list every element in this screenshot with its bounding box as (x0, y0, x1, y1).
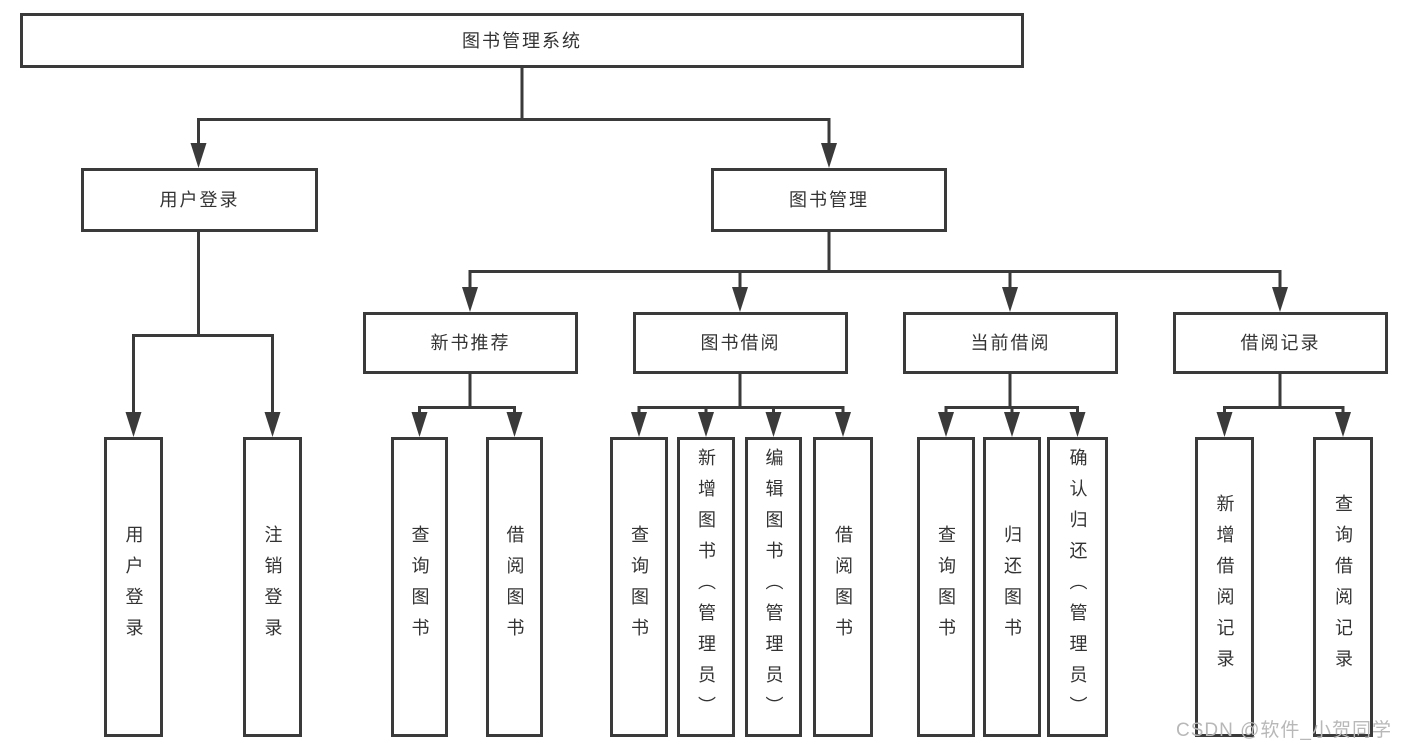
node-leaf-add-borrow-record: 新增借阅记录 (1195, 437, 1254, 737)
node-book-management: 图书管理 (711, 168, 947, 232)
node-leaf-query-books-current: 查询图书 (917, 437, 975, 737)
node-borrowing-records: 借阅记录 (1173, 312, 1388, 374)
node-user-login: 用户登录 (81, 168, 318, 232)
node-root-book-management-system: 图书管理系统 (20, 13, 1024, 68)
node-current-borrowing: 当前借阅 (903, 312, 1118, 374)
node-new-book-recommendation: 新书推荐 (363, 312, 578, 374)
node-leaf-query-books-borrowing: 查询图书 (610, 437, 668, 737)
node-leaf-add-books-admin: 新增图书（管理员） (677, 437, 735, 737)
node-book-borrowing: 图书借阅 (633, 312, 848, 374)
node-leaf-return-books: 归还图书 (983, 437, 1041, 737)
node-leaf-confirm-return-admin: 确认归还（管理员） (1047, 437, 1108, 737)
node-leaf-edit-books-admin: 编辑图书（管理员） (745, 437, 802, 737)
node-leaf-borrow-books-borrowing: 借阅图书 (813, 437, 873, 737)
node-leaf-query-books-recommend: 查询图书 (391, 437, 448, 737)
node-leaf-borrow-books-recommend: 借阅图书 (486, 437, 543, 737)
node-leaf-query-borrow-record: 查询借阅记录 (1313, 437, 1373, 737)
node-leaf-user-login: 用户登录 (104, 437, 163, 737)
csdn-watermark: CSDN @软件_小贺同学 (1176, 720, 1392, 741)
node-leaf-logout: 注销登录 (243, 437, 302, 737)
